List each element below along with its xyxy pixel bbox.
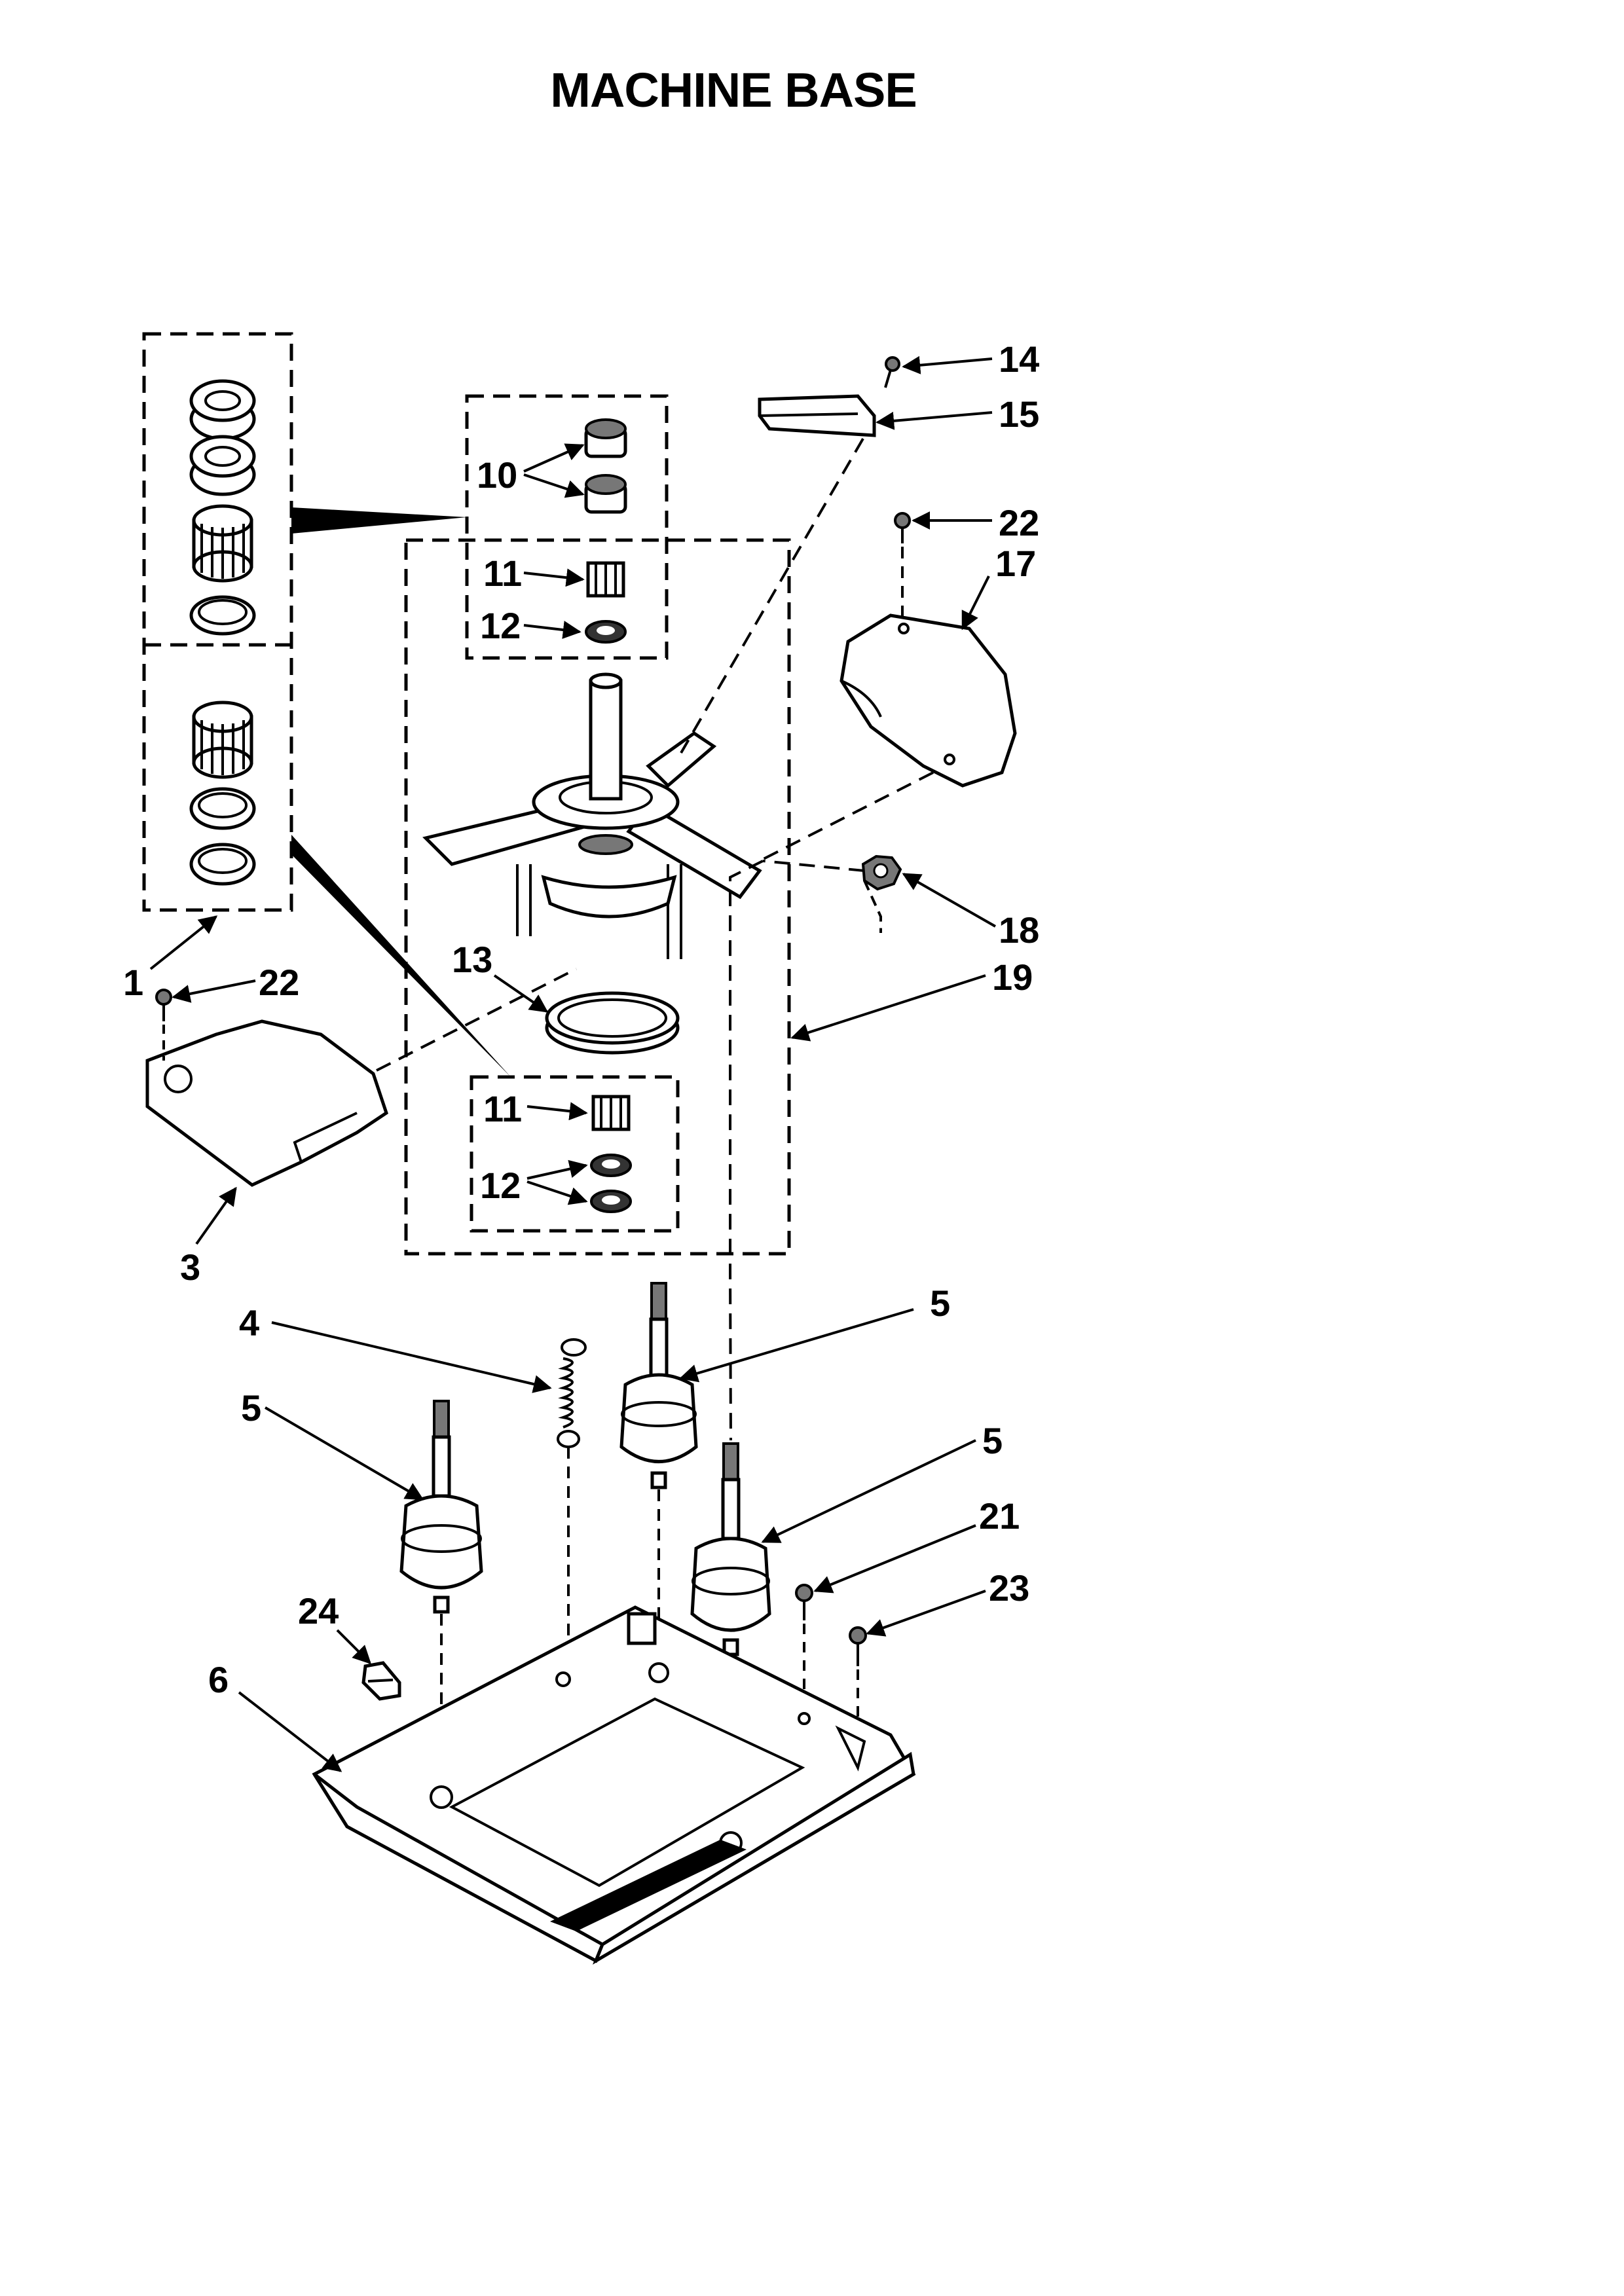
- cover-3: [145, 1019, 388, 1187]
- washer-12-lower-a: [590, 1154, 632, 1177]
- wedge-connector-lower: [291, 835, 511, 1077]
- screw-22-right: [894, 512, 911, 619]
- screw-22-left: [155, 989, 172, 1061]
- callout-10: 10: [477, 454, 517, 496]
- suspension-rod-5-middle: [619, 1282, 698, 1660]
- page-title: MACHINE BASE: [550, 63, 917, 117]
- callout-5-left: 5: [241, 1387, 261, 1429]
- seal-ring-13: [545, 991, 680, 1055]
- washer-12-lower-b: [590, 1190, 632, 1213]
- suspension-rod-5-right: [690, 1442, 771, 1833]
- kit-box-lower-bearings: [470, 1075, 680, 1233]
- callout-23: 23: [989, 1567, 1029, 1609]
- callout-24: 24: [298, 1590, 339, 1631]
- nut-18: [861, 854, 902, 891]
- callout-15: 15: [999, 393, 1039, 435]
- callout-labels: 14 15 22 17 18 19 10 11 12 13 11 12 1 22…: [123, 338, 1039, 1700]
- clip-24: [361, 1661, 401, 1701]
- callout-11-lower: 11: [483, 1088, 522, 1129]
- callout-22-left: 22: [259, 962, 299, 1003]
- leader-lines: [149, 355, 996, 1772]
- callout-5-top: 5: [930, 1283, 950, 1324]
- callout-19: 19: [992, 957, 1033, 998]
- screw-14: [884, 356, 900, 388]
- relation-lines: [376, 437, 934, 1441]
- roller-bearing-11-lower: [591, 1095, 631, 1131]
- callout-4: 4: [239, 1302, 259, 1343]
- kit-box-upper-bearings: [465, 394, 669, 660]
- hub-assembly: [422, 672, 762, 959]
- ring-lower-2: [189, 843, 256, 886]
- seal-upper-1: [189, 379, 256, 441]
- wedge-connector-upper: [291, 507, 467, 534]
- assembly-box-19: [404, 538, 791, 1256]
- ring-lower-1: [189, 787, 256, 830]
- bracket-15: [758, 394, 876, 437]
- gear-lower: [192, 701, 253, 779]
- roller-bearing-11-upper: [586, 561, 625, 598]
- callout-18: 18: [999, 909, 1039, 951]
- callout-14: 14: [999, 338, 1039, 380]
- callout-12-lower: 12: [480, 1165, 521, 1206]
- callout-5-right: 5: [982, 1420, 1003, 1461]
- callout-17: 17: [995, 543, 1036, 584]
- seal-upper-2: [189, 435, 256, 496]
- machine-base-6: [312, 1605, 916, 1965]
- kit-box-1: [142, 332, 293, 912]
- callout-13: 13: [452, 939, 492, 980]
- callout-6: 6: [208, 1659, 229, 1700]
- gear-upper: [192, 504, 253, 583]
- ring-upper: [189, 595, 256, 636]
- callout-22-right: 22: [999, 502, 1039, 543]
- screw-23: [849, 1626, 867, 1735]
- callout-11-upper: 11: [483, 553, 522, 594]
- bearing-10-top: [584, 418, 627, 458]
- callout-3: 3: [180, 1247, 200, 1288]
- callout-12-upper: 12: [480, 605, 521, 646]
- bearing-10-bottom: [584, 474, 627, 514]
- callout-1: 1: [123, 962, 143, 1003]
- spring-4: [557, 1338, 587, 1656]
- callout-21: 21: [979, 1495, 1020, 1537]
- cover-17: [840, 613, 1017, 788]
- washer-12-upper: [585, 620, 627, 644]
